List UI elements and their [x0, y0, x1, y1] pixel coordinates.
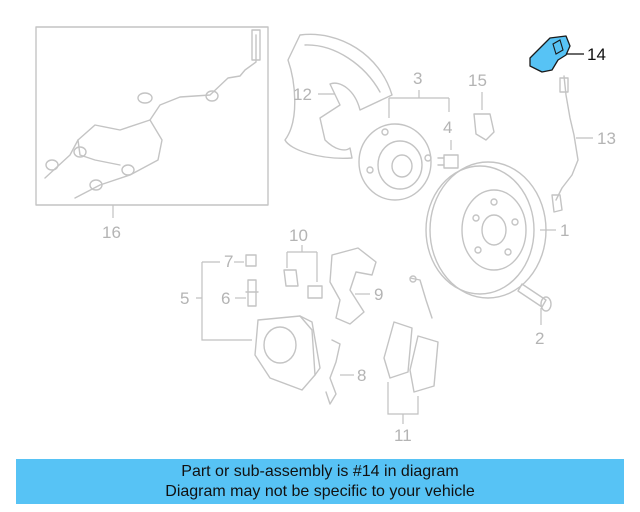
- anti-rattle-clip: [325, 339, 341, 405]
- callout-3: 3: [413, 69, 422, 88]
- callout-8: 8: [357, 366, 366, 385]
- callout-4: 4: [443, 118, 452, 137]
- callout-16: 16: [102, 223, 121, 242]
- caliper-bracket: [329, 247, 377, 325]
- brake-rotor: [425, 161, 547, 299]
- banner-line-1: Part or sub-assembly is #14 in diagram: [181, 462, 459, 480]
- callout-12: 12: [293, 85, 312, 104]
- callout-10: 10: [289, 226, 308, 245]
- callout-2: 2: [535, 329, 544, 348]
- splash-shield: [284, 33, 393, 159]
- brake-pads: [383, 275, 439, 393]
- rotor-screw: [517, 283, 552, 312]
- callout-11: 11: [394, 426, 412, 445]
- brake-caliper: [254, 315, 321, 391]
- hub-bearing: [358, 123, 432, 201]
- callout-7: 7: [224, 252, 233, 271]
- wiring-harness-inset: [35, 26, 269, 206]
- callout-6: 6: [221, 289, 230, 308]
- guide-pins: [283, 269, 323, 299]
- callout-14: 14: [587, 45, 606, 64]
- callout-9: 9: [374, 285, 383, 304]
- bleeder-cap: [245, 254, 257, 267]
- bleeder-screw: [245, 279, 259, 307]
- brake-hose-bracket-highlighted[interactable]: [529, 35, 571, 73]
- abs-sensor: [473, 113, 495, 141]
- info-banner: Part or sub-assembly is #14 in diagram D…: [16, 459, 624, 504]
- callout-13: 13: [597, 129, 616, 148]
- brake-hose: [551, 75, 579, 213]
- callout-1: 1: [560, 221, 569, 240]
- callout-5: 5: [180, 289, 189, 308]
- callout-15: 15: [468, 71, 487, 90]
- banner-line-2: Diagram may not be specific to your vehi…: [165, 482, 475, 500]
- hub-bolt: [437, 154, 459, 169]
